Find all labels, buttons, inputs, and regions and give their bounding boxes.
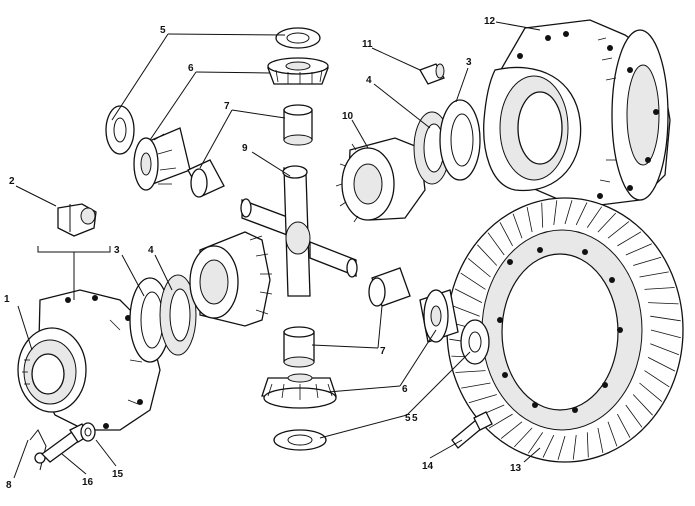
ring-gear-13 [446, 197, 684, 463]
pin-11 [419, 63, 445, 85]
pinion-gear-6-top [267, 57, 329, 85]
differential-case-half-12 [483, 19, 671, 206]
callout-13: 13 [510, 463, 522, 474]
lock-washer-5-bottom [273, 429, 327, 451]
callout-15: 15 [112, 469, 124, 480]
bushing-7-bottom [283, 326, 315, 368]
leader-lines [13, 21, 541, 479]
callout-16: 16 [82, 477, 94, 488]
plug-2 [57, 203, 97, 237]
callout-2: 2 [9, 176, 15, 187]
callout-6: 6 [402, 384, 408, 395]
bushing-7-left [187, 159, 225, 198]
callout-8: 8 [6, 480, 12, 491]
callout-9: 9 [242, 143, 248, 154]
washer-4-left [159, 274, 197, 356]
washer-3-left [129, 277, 171, 363]
callout-10: 10 [342, 111, 354, 122]
bushing-7-right [368, 267, 411, 307]
washer-3-right [439, 99, 481, 181]
callout-3: 3 [466, 57, 472, 68]
side-gear-left [189, 231, 273, 327]
callout-7: 7 [380, 346, 386, 357]
callout-5: 5 [160, 25, 166, 36]
callout-11: 11 [362, 39, 373, 50]
callout-5: 5 [412, 413, 418, 424]
pinion-gear-6-right [419, 289, 459, 343]
spider-cross-9 [240, 165, 358, 297]
pinion-gear-6-bottom [261, 373, 337, 409]
callout-labels: 1 2 3 3 4 4 5 5 5 6 6 7 7 8 9 10 11 12 1… [4, 16, 522, 491]
side-gear-10 [335, 137, 426, 223]
lock-plate-8 [29, 429, 47, 471]
pinion-gear-6-left [133, 127, 191, 191]
callout-14: 14 [422, 461, 434, 472]
lock-washer-5-left [105, 105, 135, 155]
callout-4: 4 [148, 245, 154, 256]
callout-7: 7 [224, 101, 230, 112]
lock-washer-5-right [460, 319, 490, 365]
differential-case-1 [17, 289, 161, 431]
callout-4: 4 [366, 75, 372, 86]
callout-12: 12 [484, 16, 496, 27]
callout-5: 5 [405, 413, 411, 424]
assembly-bracket [37, 246, 111, 300]
callout-1: 1 [4, 294, 10, 305]
callout-6: 6 [188, 63, 194, 74]
bushing-7-top [283, 104, 313, 146]
washer-15 [80, 422, 96, 442]
lock-washer-5-top [275, 27, 321, 49]
callout-3: 3 [114, 245, 120, 256]
